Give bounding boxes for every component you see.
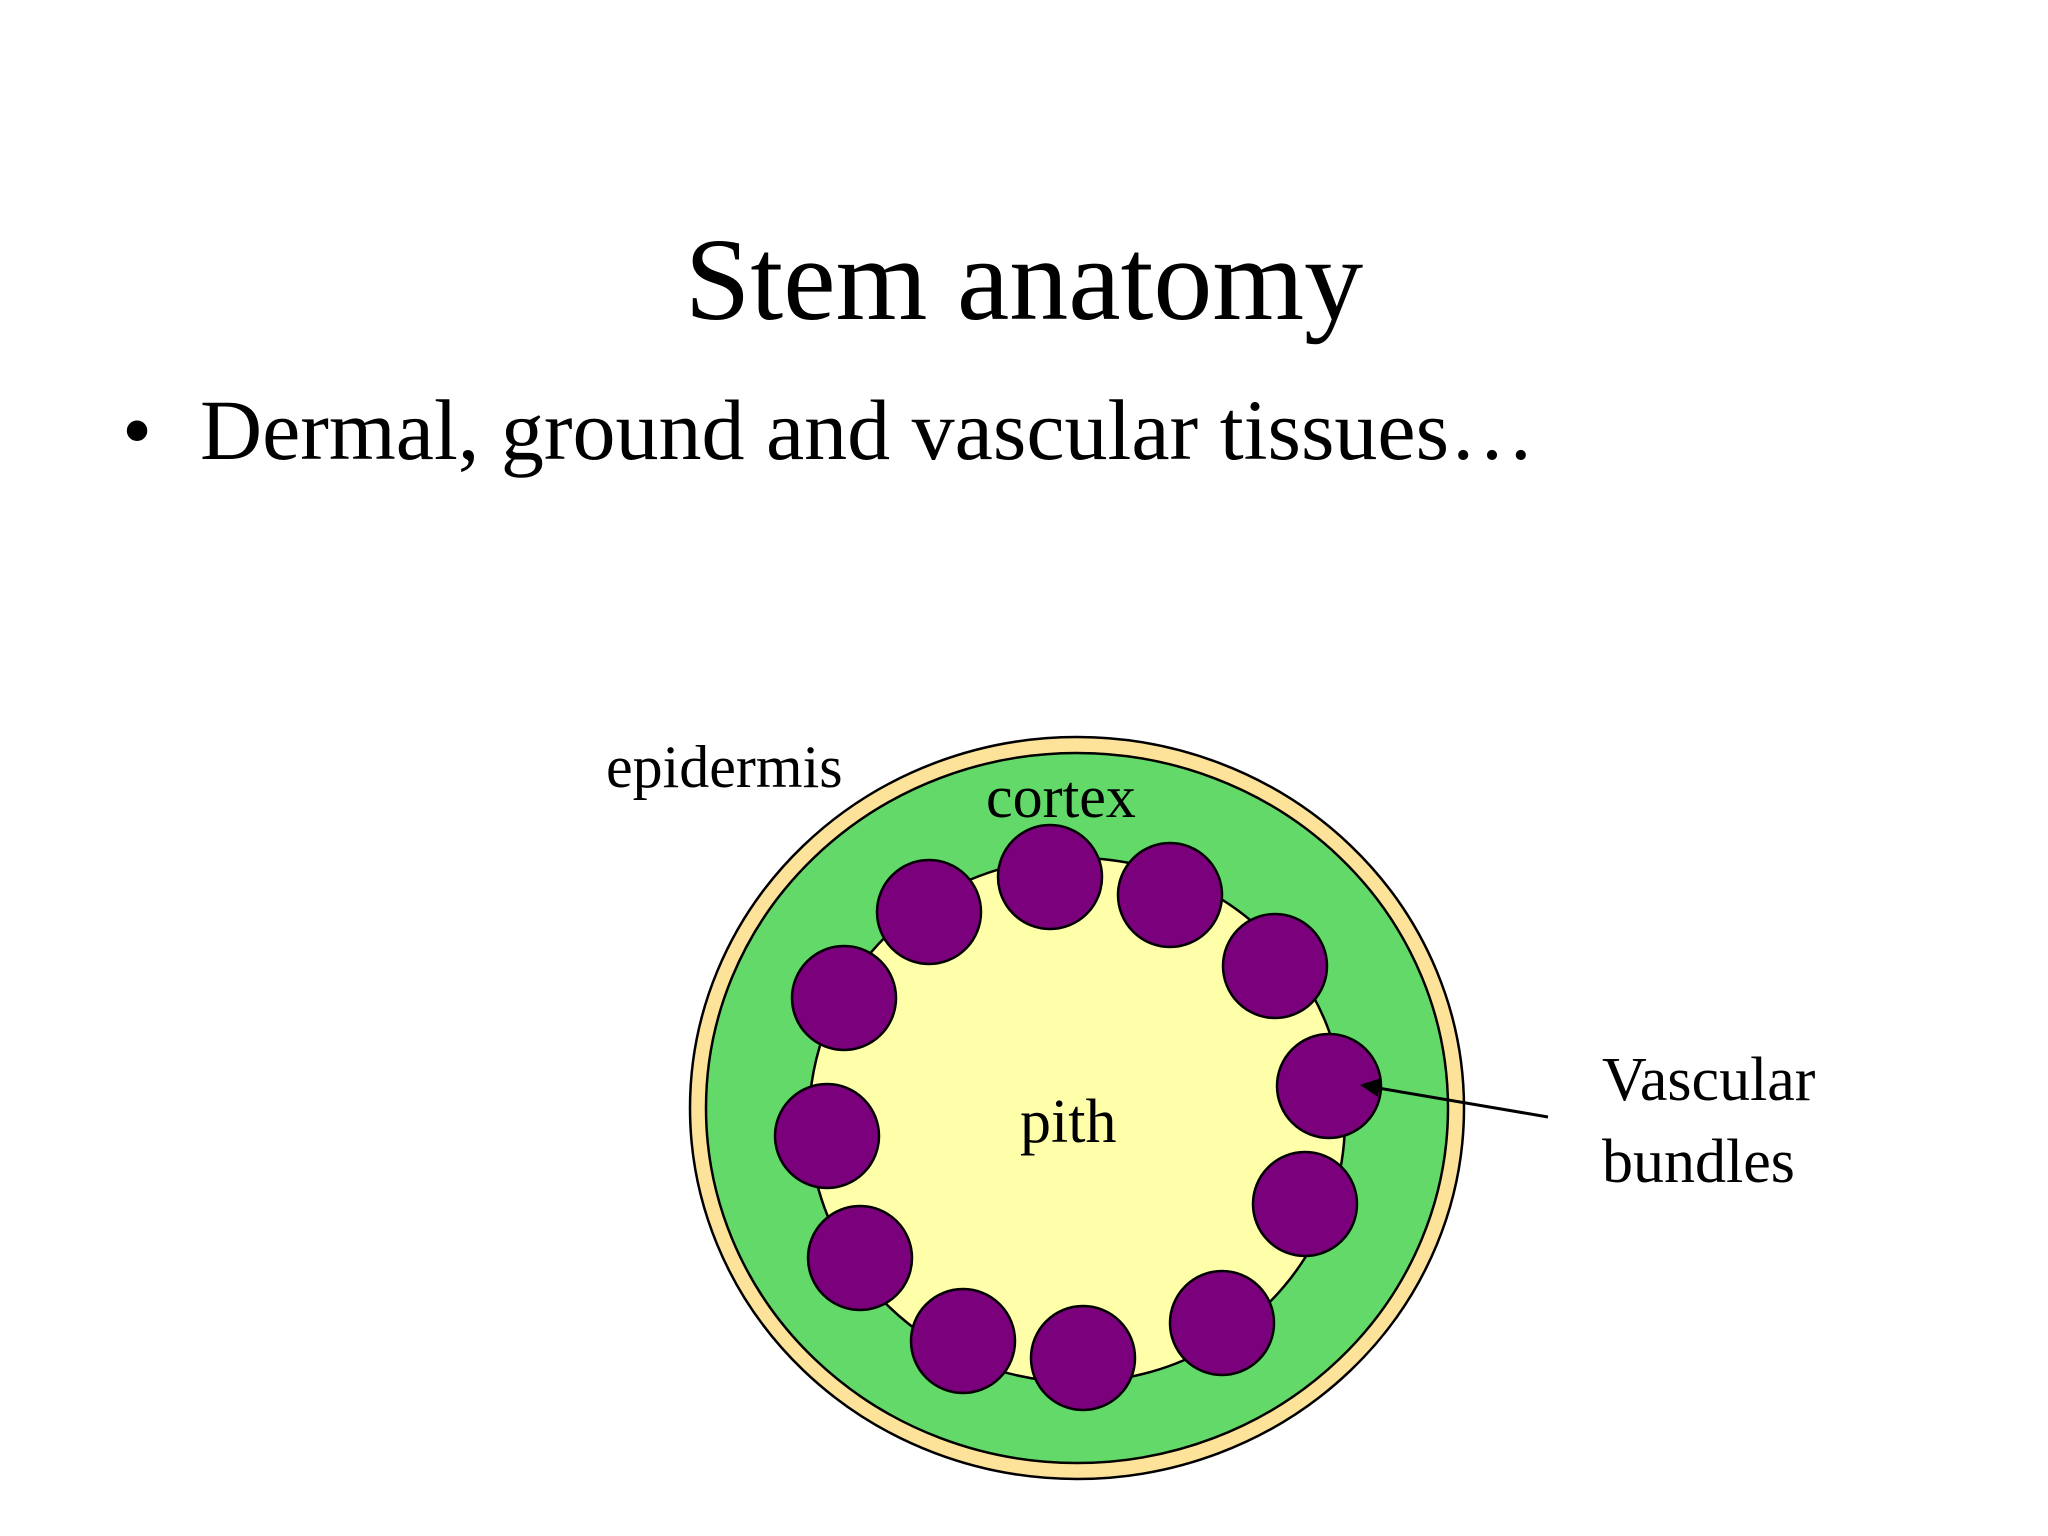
vascular-bundle bbox=[1029, 1304, 1137, 1412]
slide-title: Stem anatomy bbox=[684, 214, 1364, 345]
vascular-bundle bbox=[996, 823, 1104, 931]
vascular-bundles bbox=[773, 823, 1383, 1412]
epidermis-label: epidermis bbox=[606, 734, 843, 800]
vascular-bundles-label-line2: bundles bbox=[1602, 1128, 1795, 1196]
bullet-marker: • bbox=[122, 382, 153, 478]
vascular-bundle bbox=[806, 1204, 914, 1312]
vascular-bundles-label-line1: Vascular bbox=[1602, 1046, 1816, 1114]
vascular-bundle bbox=[1116, 841, 1224, 949]
vascular-bundle bbox=[790, 944, 898, 1052]
vascular-bundle bbox=[773, 1082, 881, 1190]
bullet-item: • Dermal, ground and vascular tissues… bbox=[122, 375, 1535, 485]
pith-label: pith bbox=[1020, 1088, 1116, 1156]
vascular-bundle-pointer-arrow bbox=[1360, 1078, 1549, 1119]
vascular-bundle bbox=[1275, 1032, 1383, 1140]
cortex-label: cortex bbox=[986, 764, 1136, 830]
vascular-bundle bbox=[1168, 1269, 1276, 1377]
vascular-bundle bbox=[909, 1287, 1017, 1395]
bullet-text: Dermal, ground and vascular tissues… bbox=[200, 382, 1536, 478]
vascular-bundle bbox=[875, 858, 983, 966]
vascular-bundle bbox=[1251, 1150, 1359, 1258]
vascular-bundle bbox=[1221, 912, 1329, 1020]
